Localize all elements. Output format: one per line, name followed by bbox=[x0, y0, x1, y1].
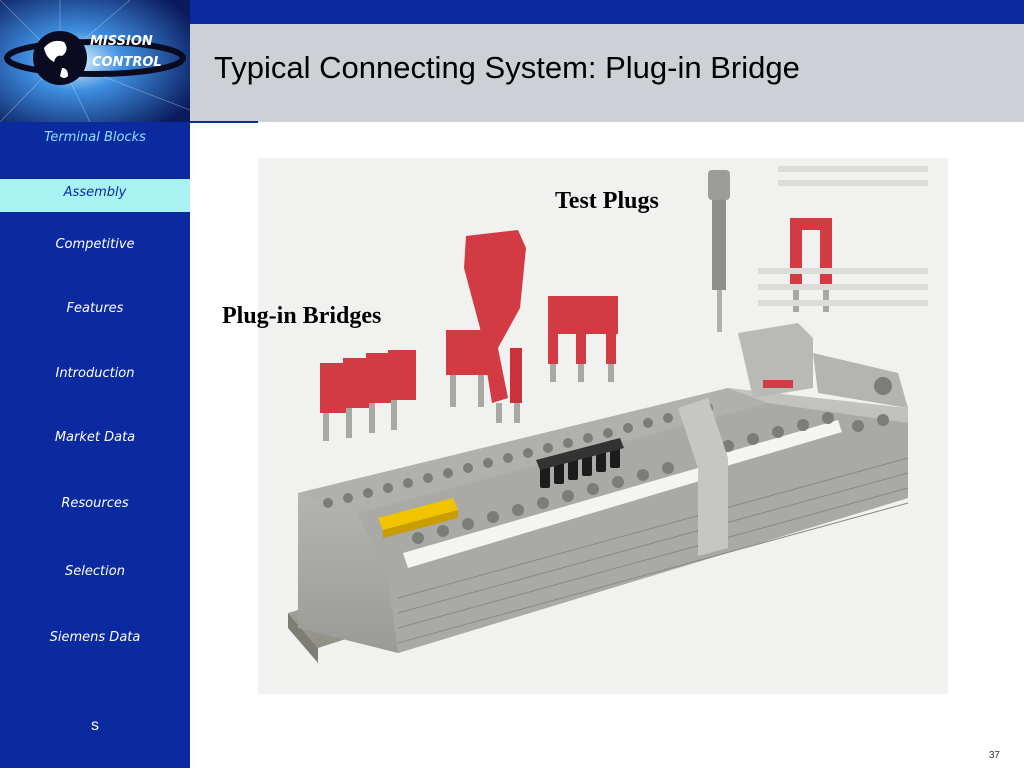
logo-graphic: MISSION CONTROL bbox=[0, 0, 190, 122]
title-underline bbox=[190, 121, 258, 123]
header-top-band bbox=[190, 0, 1024, 24]
terminal-block-assembly bbox=[298, 323, 909, 653]
background-document-text bbox=[758, 166, 928, 306]
red-test-plug bbox=[464, 230, 526, 423]
sidebar-item-competitive[interactable]: Competitive bbox=[55, 237, 135, 252]
label-plug-in-bridges: Plug-in Bridges bbox=[222, 303, 382, 329]
sidebar-item-features[interactable]: Features bbox=[66, 301, 124, 316]
sidebar-item-market-data[interactable]: Market Data bbox=[54, 430, 136, 445]
sidebar-item-introduction[interactable]: Introduction bbox=[55, 366, 135, 381]
sidebar: Terminal Blocks Assembly Competitive Fea… bbox=[0, 122, 190, 768]
mission-control-logo: MISSION CONTROL bbox=[0, 0, 190, 122]
product-photo: Test Plugs bbox=[258, 158, 948, 694]
black-test-plugs bbox=[536, 438, 624, 488]
sidebar-item-assembly[interactable]: Assembly bbox=[0, 179, 190, 212]
slide-title: Typical Connecting System: Plug-in Bridg… bbox=[214, 50, 800, 85]
sidebar-item-selection[interactable]: Selection bbox=[65, 564, 125, 579]
logo-line1: MISSION bbox=[90, 34, 153, 49]
plug-in-bridges-group bbox=[320, 296, 618, 441]
sidebar-item-resources[interactable]: Resources bbox=[61, 496, 129, 511]
title-bar bbox=[190, 24, 1024, 122]
red-bridge-top-right bbox=[790, 218, 832, 312]
terminal-block-illustration bbox=[288, 166, 928, 663]
sidebar-item-siemens-data[interactable]: Siemens Data bbox=[49, 630, 141, 645]
yellow-bridge bbox=[378, 498, 458, 538]
gray-test-plug bbox=[708, 170, 730, 332]
sidebar-footer-s[interactable]: s bbox=[91, 717, 99, 734]
red-bridge-on-block bbox=[763, 380, 793, 388]
page-number: 37 bbox=[988, 750, 1000, 761]
sidebar-section-terminal-blocks[interactable]: Terminal Blocks bbox=[44, 130, 146, 145]
logo-line2: CONTROL bbox=[92, 55, 162, 70]
label-test-plugs: Test Plugs bbox=[555, 188, 659, 214]
